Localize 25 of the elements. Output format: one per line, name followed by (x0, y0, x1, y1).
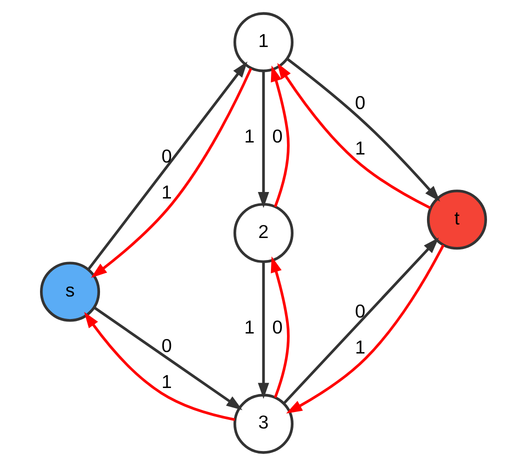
arrow (270, 256, 290, 398)
edge-label: 0 (272, 126, 282, 147)
edge-label: 1 (244, 316, 254, 338)
arrow (286, 58, 440, 202)
edge-label: 0 (354, 92, 365, 114)
arrow (257, 262, 269, 399)
edge-label: 1 (161, 182, 172, 203)
arrow (84, 312, 235, 421)
node-circle: s (40, 262, 100, 322)
node-circle: 3 (232, 394, 294, 454)
edge-label: 1 (244, 126, 254, 147)
edge-label: 0 (161, 146, 172, 167)
edge-label: 1 (354, 138, 365, 159)
edge-label: 1 (161, 371, 172, 392)
node-circle: 1 (232, 12, 294, 72)
arrow (276, 63, 430, 210)
node-circle: 2 (232, 202, 294, 264)
edge-label: 0 (272, 316, 282, 338)
edge-label: 0 (161, 335, 172, 356)
node-circle: t (426, 190, 486, 250)
arrow (257, 71, 269, 208)
arrow (93, 306, 242, 410)
edge-label: 1 (354, 336, 365, 358)
arrow (270, 66, 290, 208)
edge-label: 0 (354, 300, 365, 322)
